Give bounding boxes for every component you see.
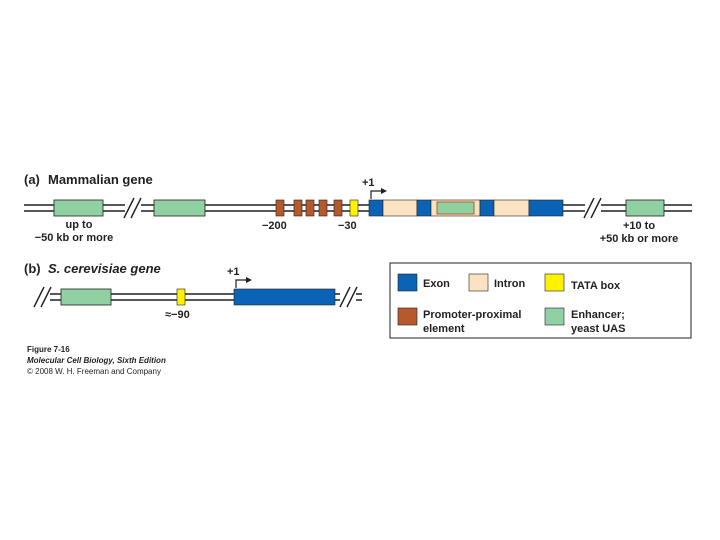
legend-swatch-promoter	[397, 307, 418, 326]
enhancer-upstream	[153, 199, 206, 217]
up-to-label-2: −50 kb or more	[35, 232, 114, 244]
plus10-label-2: +50 kb or more	[600, 233, 679, 245]
enhancer-intronic	[436, 201, 475, 215]
legend-swatch-tata	[544, 273, 565, 292]
panel-b-break-right	[339, 286, 358, 308]
panel-b-letter: (b)	[24, 261, 41, 276]
intron-1	[382, 199, 418, 217]
panel-a: (a) Mammalian gene	[24, 172, 692, 245]
panel-a-break-left	[123, 197, 142, 219]
start-arrowhead-a	[381, 188, 387, 194]
promoter-element-2	[293, 199, 303, 217]
panel-b: (b) S. cerevisiae gene +1 ≈−90	[24, 261, 362, 321]
plus1-label-b: +1	[227, 266, 240, 278]
yeast-uas	[60, 288, 112, 306]
promoter-element-4	[318, 199, 328, 217]
enhancer-far-upstream	[53, 199, 104, 217]
promoter-element-3	[305, 199, 315, 217]
legend-label-enhancer-2: yeast UAS	[571, 323, 625, 335]
promoter-element-1	[275, 199, 285, 217]
caption-copyright: © 2008 W. H. Freeman and Company	[27, 367, 161, 376]
plus10-label-1: +10 to	[623, 220, 655, 232]
legend-swatch-exon	[397, 273, 418, 292]
minus90-label: ≈−90	[165, 309, 190, 321]
start-arrow-a	[370, 190, 382, 199]
legend-label-exon: Exon	[423, 278, 450, 290]
panel-a-title: Mammalian gene	[48, 172, 153, 187]
panel-b-title: S. cerevisiae gene	[48, 261, 161, 276]
legend-swatch-intron	[468, 273, 489, 292]
panel-b-break-left	[33, 286, 52, 308]
gene-body-a	[368, 199, 564, 217]
tata-box-a	[349, 199, 359, 217]
exon-1	[368, 199, 384, 217]
caption-figure-number: Figure 7-16	[27, 345, 70, 354]
promoter-element-5	[333, 199, 343, 217]
panel-a-letter: (a)	[24, 172, 40, 187]
start-arrowhead-b	[246, 277, 252, 283]
minus200-label: −200	[262, 220, 287, 232]
exon-b	[233, 288, 336, 306]
exon-4	[528, 199, 564, 217]
enhancer-downstream	[625, 199, 665, 217]
legend-swatch-enhancer	[544, 307, 565, 326]
legend: Exon Intron TATA box Promoter-proximal e…	[389, 262, 692, 339]
legend-label-promoter-2: element	[423, 323, 465, 335]
minus30-label: −30	[338, 220, 357, 232]
promoter-proximal-elements	[275, 199, 343, 217]
intron-3	[493, 199, 530, 217]
figure-caption: Figure 7-16 Molecular Cell Biology, Sixt…	[27, 345, 166, 376]
start-arrow-b	[235, 279, 247, 288]
legend-frame	[389, 262, 692, 339]
plus1-label-a: +1	[362, 177, 375, 189]
exon-3	[479, 199, 495, 217]
legend-label-tata: TATA box	[571, 280, 621, 292]
legend-label-enhancer-1: Enhancer;	[571, 309, 625, 321]
legend-label-promoter-1: Promoter-proximal	[423, 309, 521, 321]
tata-box-b	[176, 288, 186, 306]
up-to-label-1: up to	[66, 219, 93, 231]
exon-2	[416, 199, 432, 217]
panel-a-break-right	[583, 197, 602, 219]
caption-book-title: Molecular Cell Biology, Sixth Edition	[27, 356, 166, 365]
legend-label-intron: Intron	[494, 278, 525, 290]
